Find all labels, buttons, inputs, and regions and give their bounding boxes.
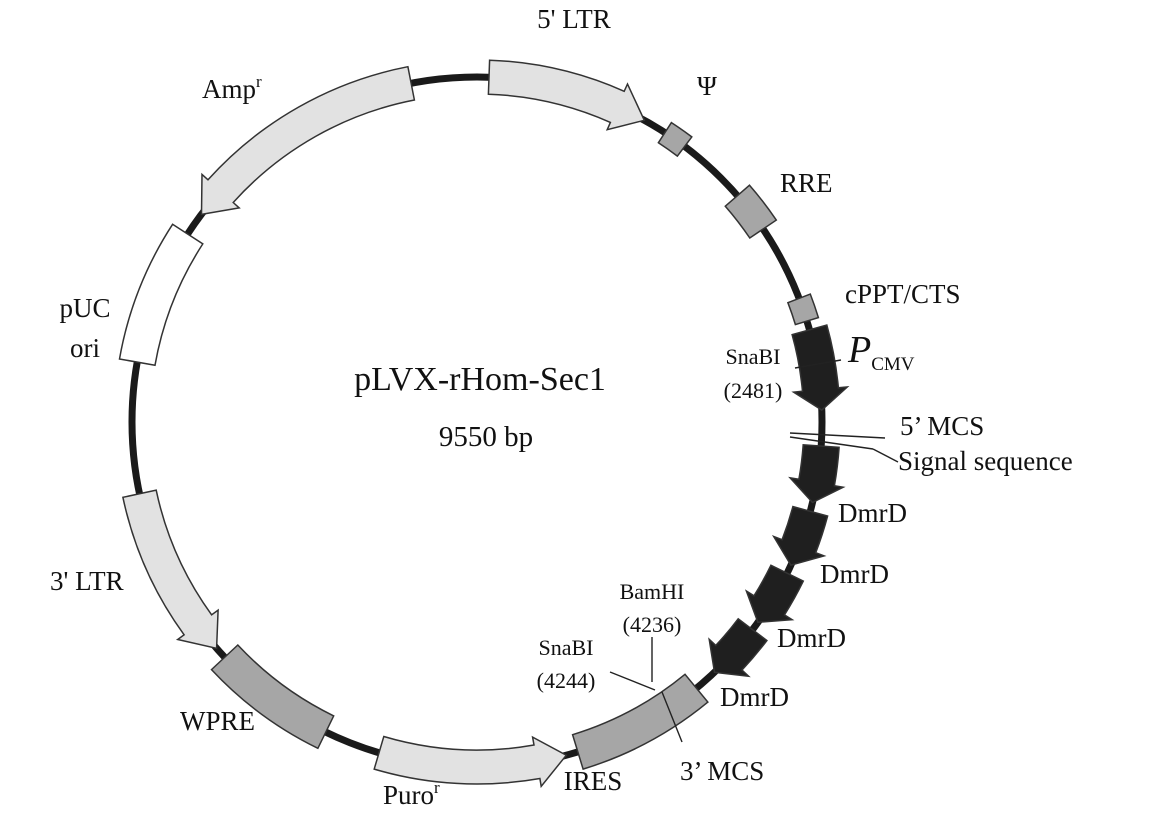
mcs5-leader-a <box>789 432 886 439</box>
dmrd-arrow-2 <box>771 505 829 566</box>
snabi-4244-leader <box>609 671 656 691</box>
wpre-box <box>210 643 335 750</box>
puc-label-line1: pUC <box>59 293 110 323</box>
amp-label: Ampr <box>202 72 262 104</box>
pcmv-main: P <box>847 329 871 371</box>
site-bamhi-4236-pos: (4236) <box>623 612 682 637</box>
cppt-box <box>786 293 820 326</box>
ltr3-arrow <box>122 489 219 650</box>
mcs5-leader-c <box>872 448 899 463</box>
ires-label: IRES <box>564 766 623 796</box>
mcs3-label: 3’ MCS <box>680 756 764 786</box>
site-snabi-4244-name: SnaBI <box>539 635 594 660</box>
dmrd-arrow-1 <box>788 443 846 504</box>
feature-blocks <box>118 59 850 789</box>
psi-label: Ψ <box>697 71 717 101</box>
site-snabi-2481-pos: (2481) <box>724 378 783 403</box>
site-bamhi-4236-name: BamHI <box>620 579 685 604</box>
puro-arrow <box>373 735 568 789</box>
amp-sup: r <box>256 72 262 91</box>
puc-label-line2: ori <box>70 333 100 363</box>
ltr5-label: 5' LTR <box>537 4 611 34</box>
wpre-label: WPRE <box>180 706 255 736</box>
site-snabi-4244-pos: (4244) <box>537 668 596 693</box>
dmrd-label-4: DmrD <box>720 682 789 712</box>
rre-box <box>724 184 778 240</box>
plasmid-name: pLVX-rHom-Sec1 <box>354 361 606 398</box>
ltr5-arrow <box>487 59 646 131</box>
site-leader-lines <box>609 359 899 743</box>
mcs5-label: 5’ MCS <box>900 411 984 441</box>
plasmid-size: 9550 bp <box>439 421 533 453</box>
dmrd-arrow-3 <box>744 564 805 624</box>
puc-ori-box <box>118 223 204 367</box>
dmrd-label-3: DmrD <box>777 623 846 653</box>
dmrd-arrow-4 <box>708 617 768 678</box>
dmrd-label-2: DmrD <box>820 559 889 589</box>
cppt-label: cPPT/CTS <box>845 279 961 309</box>
puro-sup: r <box>434 778 440 797</box>
ltr3-label: 3' LTR <box>50 566 124 596</box>
rre-label: RRE <box>780 168 833 198</box>
snabi-2481-leader <box>794 359 842 369</box>
signal-sequence-label: Signal sequence <box>898 446 1073 476</box>
puro-main: Puro <box>383 780 434 810</box>
amp-arrow <box>200 65 416 216</box>
ires-box <box>571 673 709 771</box>
site-snabi-2481-name: SnaBI <box>726 344 781 369</box>
mcs3-leader <box>661 691 683 743</box>
mcs5-leader-b <box>789 436 874 450</box>
amp-main: Amp <box>202 74 256 104</box>
pcmv-label: PCMV <box>847 329 915 375</box>
pcmv-arrow <box>791 324 850 411</box>
pcmv-sub: CMV <box>871 354 915 375</box>
dmrd-label-1: DmrD <box>838 498 907 528</box>
puro-label: Puror <box>383 778 440 810</box>
psi-box <box>657 121 693 158</box>
